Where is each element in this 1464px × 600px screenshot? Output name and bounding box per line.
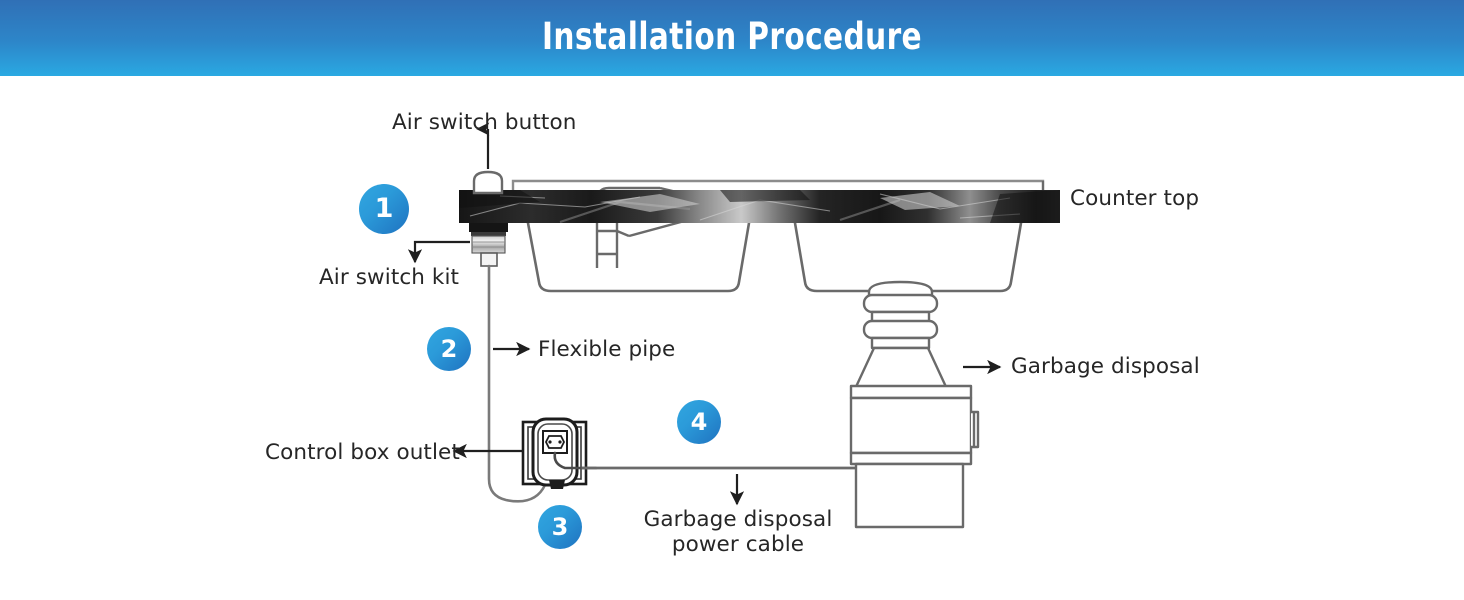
counter-top bbox=[459, 190, 1060, 223]
garbage-disposal bbox=[849, 280, 980, 529]
step-badge-2: 2 bbox=[427, 327, 471, 371]
label-power-cable-line1: Garbage disposal bbox=[643, 507, 833, 532]
air-switch-button bbox=[472, 170, 504, 195]
diagram-canvas bbox=[0, 76, 1464, 600]
label-air-switch-button: Air switch button bbox=[392, 110, 577, 135]
label-power-cable-line2: power cable bbox=[671, 531, 805, 557]
page-title: Installation Procedure bbox=[541, 15, 923, 58]
leader-air-switch-kit bbox=[407, 240, 470, 264]
header-banner: Installation Procedure bbox=[0, 0, 1464, 76]
sink-basin bbox=[526, 221, 1023, 293]
step-badge-3: 3 bbox=[538, 505, 582, 549]
step-badge-1: 1 bbox=[359, 184, 409, 234]
sink-rim bbox=[511, 179, 1045, 190]
label-control-box-outlet: Control box outlet bbox=[265, 440, 460, 465]
label-power-cable: Garbage disposal power cable bbox=[640, 507, 836, 558]
step-badge-4: 4 bbox=[677, 400, 721, 444]
control-box-outlet bbox=[521, 417, 598, 489]
flexible-pipe bbox=[487, 264, 551, 503]
air-switch-kit bbox=[469, 223, 508, 267]
label-garbage-disposal: Garbage disposal bbox=[1011, 354, 1200, 379]
label-flexible-pipe: Flexible pipe bbox=[538, 337, 676, 362]
label-counter-top: Counter top bbox=[1070, 186, 1200, 211]
label-air-switch-kit: Air switch kit bbox=[319, 265, 460, 290]
